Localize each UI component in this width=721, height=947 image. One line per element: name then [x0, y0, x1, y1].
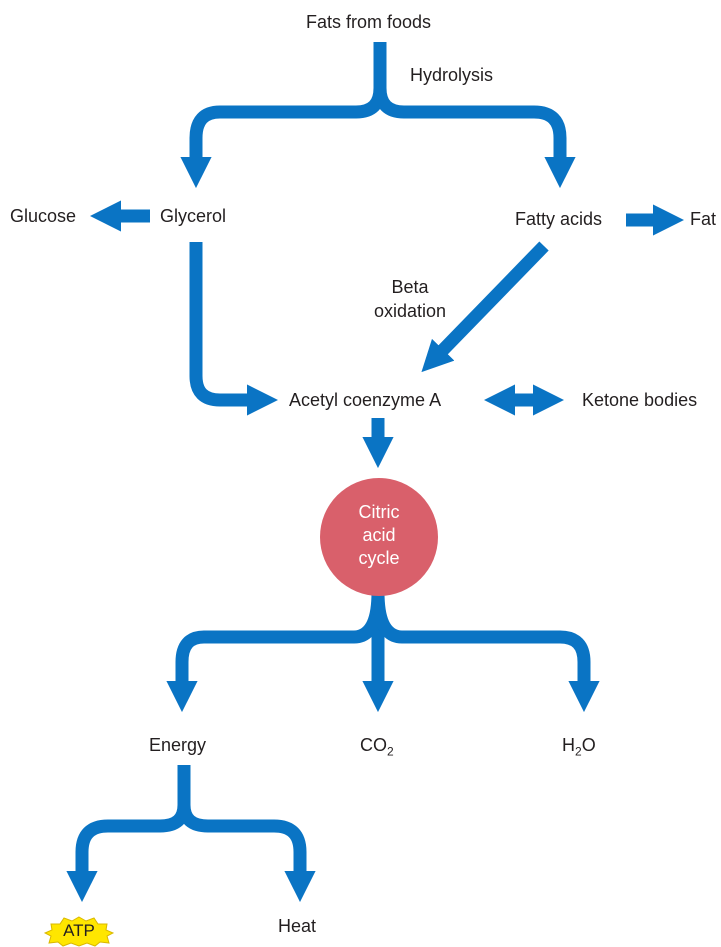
energy-label: Energy — [149, 735, 207, 755]
citric-line-2: acid — [362, 525, 396, 545]
citric-acid-cycle-circle — [320, 478, 438, 596]
glycerol-label: Glycerol — [160, 206, 227, 226]
ketone-bodies-label: Ketone bodies — [582, 390, 698, 410]
fatty-acids-label: Fatty acids — [515, 209, 603, 229]
atp-label: ATP — [63, 921, 95, 940]
co2-main: CO — [360, 735, 387, 755]
h2o-h: H — [562, 735, 575, 755]
energy-to-heat-arrow — [177, 804, 316, 903]
beta-label: Beta — [391, 277, 429, 297]
atp-burst-icon — [44, 916, 114, 947]
co2-label: CO2 — [360, 735, 394, 758]
citric-to-h2o-arrow — [371, 591, 600, 713]
fats-from-foods-label: Fats from foods — [306, 12, 432, 32]
hydrolysis-label: Hydrolysis — [410, 65, 494, 85]
energy-to-atp-arrow — [66, 765, 191, 903]
citric-to-energy-arrow — [166, 591, 385, 713]
h2o-o: O — [581, 735, 596, 755]
citric-line-1: Citric — [358, 502, 400, 522]
glycerol-to-acetyl-arrow — [189, 242, 279, 416]
acetyl-coenzyme-a-label: Acetyl coenzyme A — [289, 390, 442, 410]
oxidation-label: oxidation — [373, 301, 447, 321]
citric-line-3: cycle — [358, 548, 400, 568]
hydrolysis-right-arrow — [373, 87, 576, 189]
h2o-subscript: 2 — [575, 744, 582, 759]
co2-subscript: 2 — [387, 744, 394, 759]
h2o-label: H2O — [562, 735, 596, 758]
fat-label: Fat — [690, 209, 717, 229]
heat-label: Heat — [278, 916, 317, 936]
hydrolysis-stem-arrow — [180, 42, 387, 189]
beta-oxidation-arrow — [421, 241, 549, 373]
glucose-label: Glucose — [10, 206, 77, 226]
